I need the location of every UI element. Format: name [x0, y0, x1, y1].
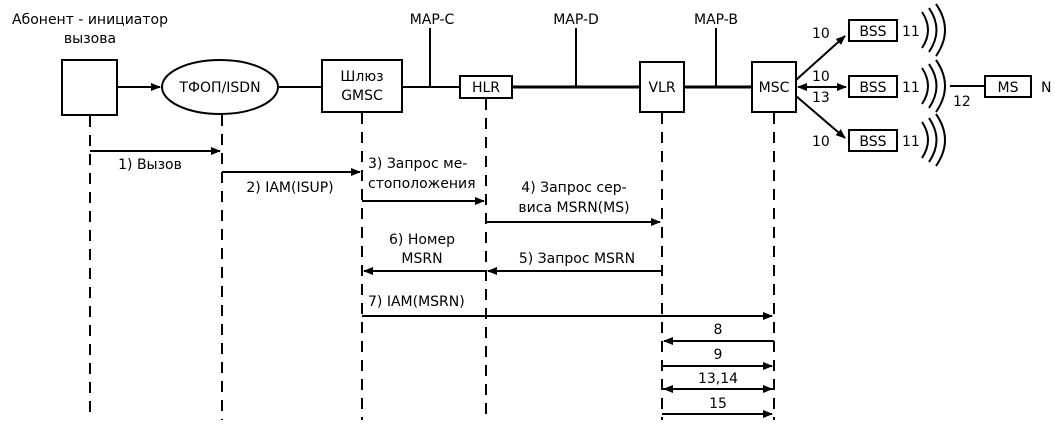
gmsc-label-line1: Шлюз — [340, 69, 383, 85]
message-15-label: 15 — [709, 396, 727, 412]
message-8-label: 8 — [714, 322, 723, 338]
gmsc-node — [322, 60, 402, 112]
link-num-top-out: 11 — [902, 24, 920, 40]
message-2-label: 2) IAM(ISUP) — [246, 180, 333, 196]
message-3-label-line1: 3) Запрос ме- — [368, 156, 467, 172]
radio-waves-top-icon — [922, 4, 945, 56]
link-num-mid-in-b: 13 — [812, 90, 830, 106]
n-label: N — [1041, 80, 1051, 96]
message-13-14-label: 13,14 — [698, 371, 738, 387]
bss-mid-label: BSS — [859, 80, 886, 96]
message-6-label-line2: MSRN — [401, 251, 442, 267]
link-num-bot-out: 11 — [902, 134, 920, 150]
pstn-label: ТФОП/ISDN — [178, 80, 260, 96]
hlr-label: HLR — [472, 80, 500, 96]
message-1-label: 1) Вызов — [118, 157, 182, 173]
ms-label: MS — [998, 80, 1019, 96]
message-4-label-line1: 4) Запрос сер- — [521, 180, 626, 196]
radio-waves-mid-icon — [922, 60, 945, 112]
message-9-label: 9 — [714, 347, 723, 363]
vlr-label: VLR — [648, 80, 675, 96]
message-5-label: 5) Запрос MSRN — [519, 251, 635, 267]
caller-label-line2: вызова — [64, 31, 116, 47]
map-d-label: MAP-D — [553, 12, 599, 28]
message-4-label-line2: виса MSRN(MS) — [518, 200, 629, 216]
message-7-label: 7) IAM(MSRN) — [368, 294, 465, 310]
link-num-mid-out: 11 — [902, 80, 920, 96]
link-num-bot-in: 10 — [812, 134, 830, 150]
link-num-air: 12 — [953, 94, 971, 110]
link-num-top-in: 10 — [812, 26, 830, 42]
caller-label-line1: Абонент - инициатор — [12, 12, 168, 28]
message-3-label-line2: стоположения — [368, 176, 476, 192]
msc-label: MSC — [759, 80, 790, 96]
map-b-label: MAP-B — [694, 12, 738, 28]
caller-box — [62, 60, 117, 115]
message-6-label-line1: 6) Номер — [389, 232, 455, 248]
radio-waves-bottom-icon — [922, 114, 945, 166]
map-c-label: MAP-C — [410, 12, 455, 28]
gmsc-label-line2: GMSC — [341, 88, 383, 104]
bss-bottom-label: BSS — [859, 134, 886, 150]
bss-top-label: BSS — [859, 24, 886, 40]
link-num-mid-in-a: 10 — [812, 69, 830, 85]
